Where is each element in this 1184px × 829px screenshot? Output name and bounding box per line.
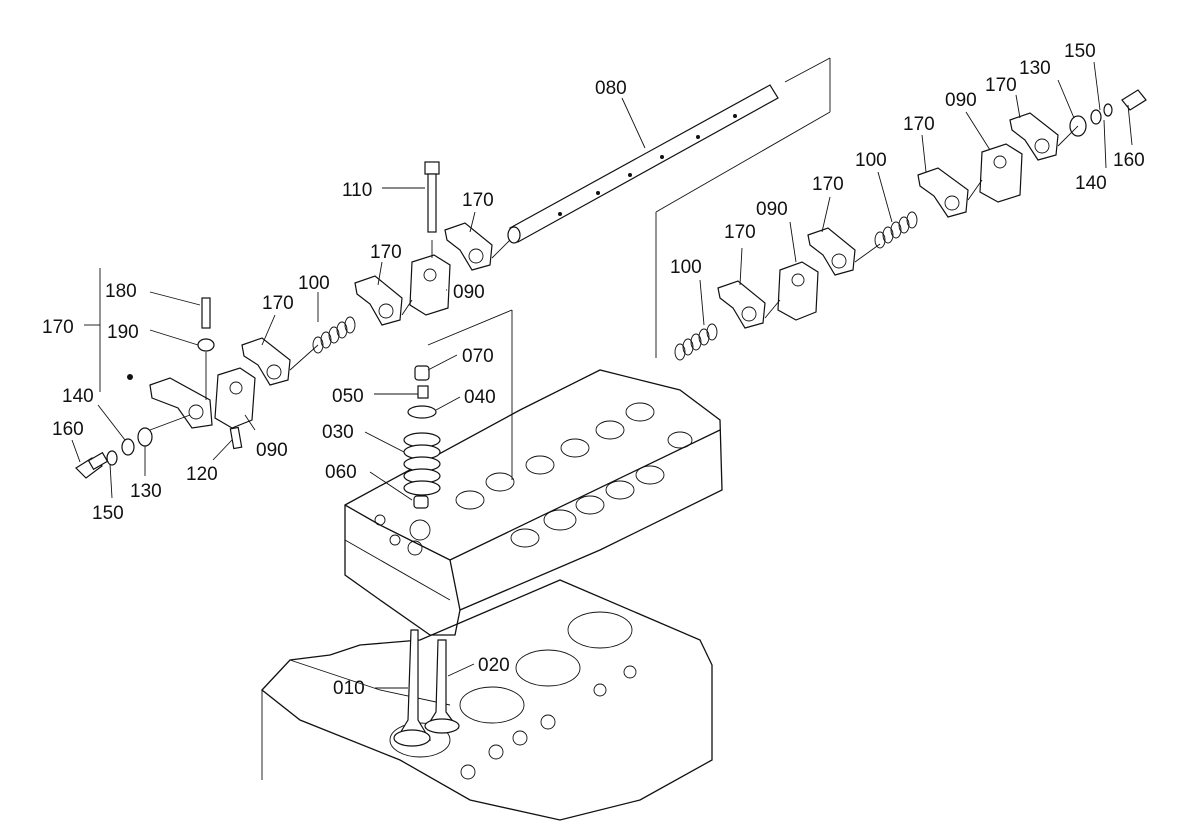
rocker-arm-1 [149, 377, 213, 429]
label-090: 090 [453, 282, 485, 303]
label-090: 090 [945, 90, 977, 111]
label-100: 100 [670, 257, 702, 278]
rocker-bracket-left [214, 367, 256, 429]
plug-bolt-left [75, 451, 109, 479]
label-180: 180 [105, 281, 137, 302]
washer-left [106, 450, 118, 466]
cylinder-block [261, 579, 713, 821]
rocker-bracket-right-2 [979, 143, 1023, 203]
label-020: 020 [478, 655, 510, 676]
label-060: 060 [325, 462, 357, 483]
leader-lines [71, 61, 1133, 689]
ball-dot [127, 374, 133, 380]
cylinder-head [344, 369, 723, 636]
label-150: 150 [92, 503, 124, 524]
label-160: 160 [52, 419, 84, 440]
rocker-spring-3 [874, 211, 918, 249]
label-090: 090 [256, 440, 288, 461]
label-120: 120 [186, 464, 218, 485]
collar-left [137, 427, 153, 447]
rocker-arm-shaft [507, 84, 779, 244]
valve-spring [403, 432, 441, 496]
intake-valve [393, 629, 432, 747]
label-190: 190 [107, 322, 139, 343]
label-140: 140 [1075, 173, 1107, 194]
valve-seal [413, 495, 429, 509]
label-170: 170 [903, 114, 935, 135]
label-110: 110 [342, 180, 372, 201]
rocker-arm-5 [717, 280, 766, 329]
o-ring-right [1090, 109, 1102, 125]
label-080: 080 [595, 78, 627, 99]
valve-cap [414, 365, 430, 381]
rocker-arm-7 [917, 167, 969, 218]
rocker-arm-3 [354, 275, 403, 326]
label-170: 170 [462, 190, 494, 211]
label-170: 170 [724, 222, 756, 243]
exhaust-valve [424, 639, 460, 734]
label-070: 070 [462, 346, 494, 367]
adjusting-screw [201, 297, 211, 329]
label-130: 130 [130, 481, 162, 502]
label-130: 130 [1019, 58, 1051, 79]
label-140: 140 [62, 386, 94, 407]
rocker-bracket-center [409, 254, 451, 316]
lock-nut [197, 338, 215, 352]
spring-pin [229, 426, 243, 450]
rocker-arm-8 [1009, 112, 1059, 161]
label-090: 090 [756, 199, 788, 220]
rocker-arm-2 [241, 337, 291, 386]
washer-right [1103, 103, 1113, 117]
assembly-lines [99, 57, 1079, 480]
rocker-spring-1 [312, 316, 356, 354]
label-010: 010 [333, 678, 365, 699]
label-100: 100 [298, 273, 330, 294]
valve-collet [417, 385, 429, 399]
label-160: 160 [1113, 150, 1145, 171]
label-040: 040 [464, 387, 496, 408]
rocker-arm-4 [444, 222, 493, 271]
label-170: 170 [985, 75, 1017, 96]
bracket-bolt [424, 161, 440, 233]
label-050: 050 [332, 386, 364, 407]
label-100: 100 [855, 150, 887, 171]
rocker-arm-6 [807, 227, 856, 276]
label-170: 170 [262, 293, 294, 314]
label-170: 170 [812, 174, 844, 195]
label-030: 030 [322, 422, 354, 443]
plug-bolt-right [1121, 89, 1147, 111]
rocker-spring-2 [674, 323, 718, 361]
rocker-bracket-right-1 [777, 261, 819, 321]
label-170: 170 [42, 317, 74, 338]
label-150: 150 [1064, 41, 1096, 62]
o-ring-left [121, 438, 135, 456]
spring-retainer [407, 405, 437, 419]
label-170: 170 [370, 242, 402, 263]
